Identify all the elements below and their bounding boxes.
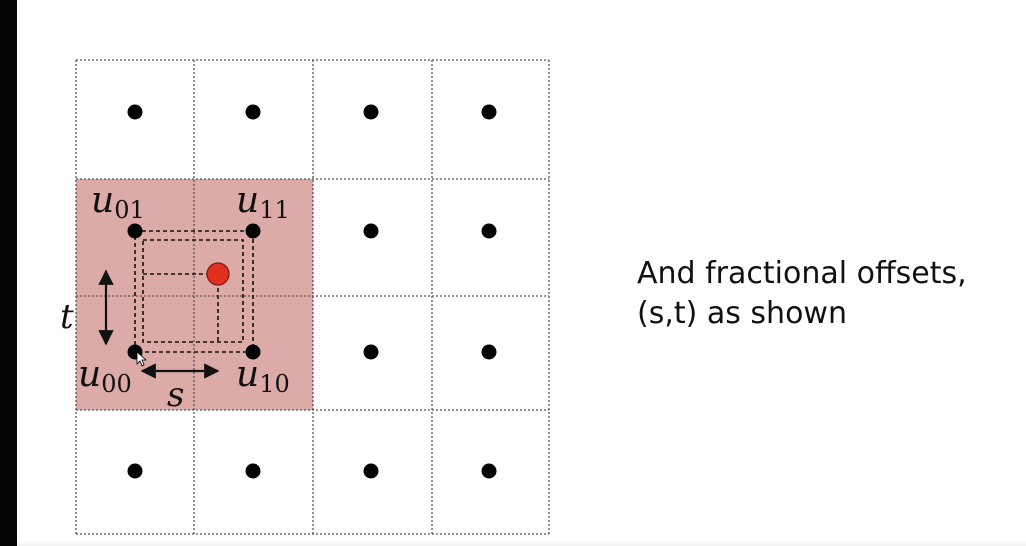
texel-dot-u11 [245,223,261,239]
texel-dot [245,104,261,120]
sample-point [206,262,230,286]
texel-dot [363,463,379,479]
texel-dot [481,104,497,120]
label-u10: u10 [236,354,290,398]
texel-dot-u10 [245,344,261,360]
window-edge [0,0,17,546]
texel-centers [127,104,497,479]
label-u01: u01 [91,180,145,224]
label-s: s [167,375,184,415]
texel-dot [363,104,379,120]
texel-dot [481,223,497,239]
highlight-region [76,179,313,410]
texel-dot [481,463,497,479]
texel-dot [363,344,379,360]
label-u11: u11 [236,180,290,224]
caption-line-2: (s,t) as shown [637,296,847,331]
caption-line-1: And fractional offsets, [637,256,967,291]
texel-dot-u01 [127,223,143,239]
bottom-edge [17,540,1026,546]
label-u00: u00 [78,354,132,398]
interpolation-lines [134,230,254,353]
texel-dot [127,104,143,120]
texel-grid [75,59,550,535]
texel-dot [363,223,379,239]
label-t: t [60,297,74,337]
slide-caption: And fractional offsets, (s,t) as shown [637,254,1017,334]
texel-dot [127,463,143,479]
texel-dot [481,344,497,360]
mouse-cursor [136,351,148,367]
texel-dot [245,463,261,479]
texel-dot-u00 [127,344,143,360]
